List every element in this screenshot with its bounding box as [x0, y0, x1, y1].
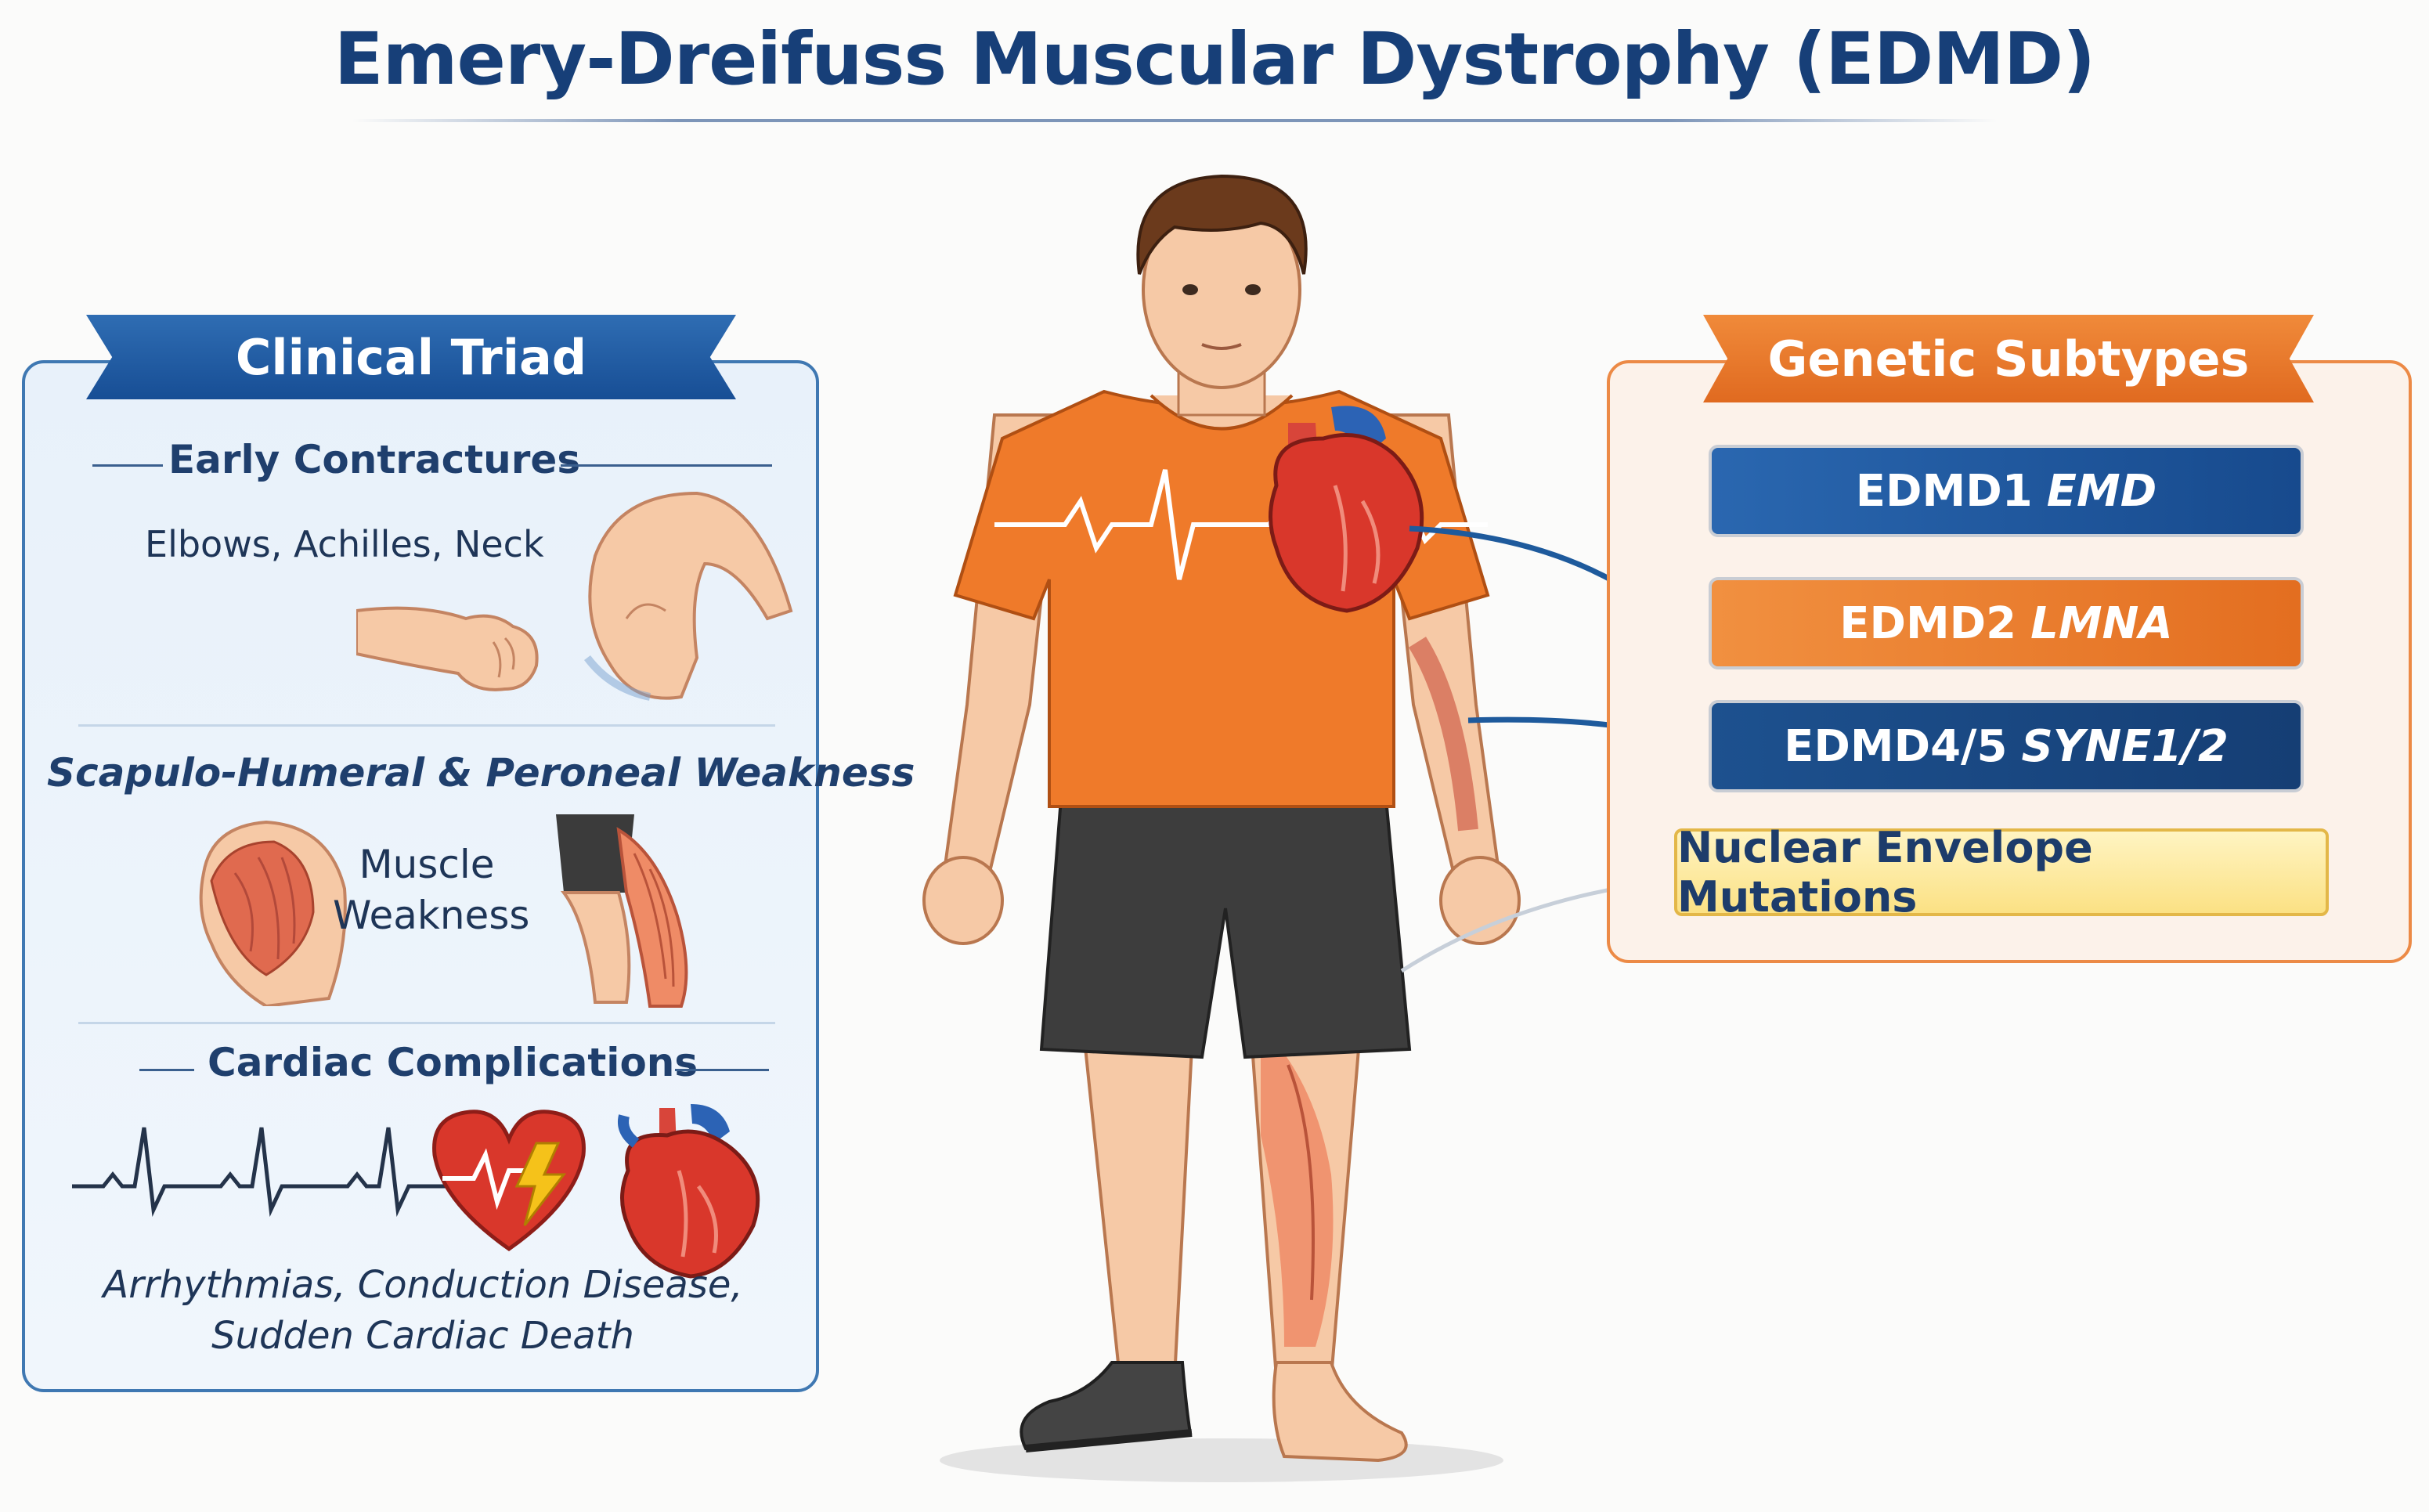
- section-divider: [78, 724, 775, 727]
- subtype-edmd4-5: EDMD4/5 SYNE1/2: [1709, 700, 2304, 792]
- genetic-subtypes-banner: Genetic Subtypes: [1703, 315, 2314, 402]
- subtype-edmd1: EDMD1 EMD: [1709, 445, 2304, 537]
- heading-dash-left: [92, 464, 163, 467]
- subtype-edmd2: EDMD2 LMNA: [1709, 577, 2304, 669]
- subtype-gene: LMNA: [2030, 597, 2173, 649]
- cardiac-caption-line1: Arrhythmias, Conduction Disease,: [103, 1263, 743, 1307]
- page-title: Emery-Dreifuss Muscular Dystrophy (EDMD): [334, 17, 2095, 101]
- weakness-heading: Scapulo-Humeral & Peroneal Weakness: [47, 750, 915, 796]
- knee-icon: [584, 491, 793, 701]
- ecg-icon: [72, 1127, 479, 1218]
- subtype-gene: EMD: [2046, 465, 2157, 517]
- nuclear-envelope-note: Nuclear Envelope Mutations: [1674, 823, 2329, 922]
- cardiac-caption-line2: Sudden Cardiac Death: [211, 1314, 634, 1358]
- lightning-icon: [514, 1142, 567, 1226]
- arm-icon: [356, 606, 539, 691]
- section-divider: [78, 1022, 775, 1024]
- heading-dash-right: [675, 1069, 769, 1071]
- heading-dash-right: [561, 464, 772, 467]
- early-contractures-heading: Early Contractures: [168, 437, 581, 482]
- shoulder-muscle-icon: [199, 820, 347, 1006]
- muscle-caption-line1: Muscle: [359, 842, 495, 887]
- heading-dash-left: [139, 1069, 194, 1071]
- subtype-gene: SYNE1/2: [2021, 720, 2229, 772]
- anatomical-heart-icon: [618, 1104, 760, 1279]
- clinical-triad-banner: Clinical Triad: [86, 315, 736, 399]
- subtype-label: EDMD4/5: [1784, 720, 2008, 772]
- subtype-label: EDMD2: [1839, 597, 2017, 649]
- patient-figure: [922, 174, 1521, 1482]
- subtype-label: EDMD1: [1855, 465, 2033, 517]
- contractures-caption: Elbows, Achilles, Neck: [145, 523, 544, 565]
- heart-icon: [432, 1110, 586, 1252]
- title-underline: [352, 119, 1997, 122]
- cardiac-heading: Cardiac Complications: [208, 1040, 698, 1085]
- muscle-caption-line2: Weakness: [333, 893, 530, 938]
- leg-muscle-icon: [556, 814, 688, 1008]
